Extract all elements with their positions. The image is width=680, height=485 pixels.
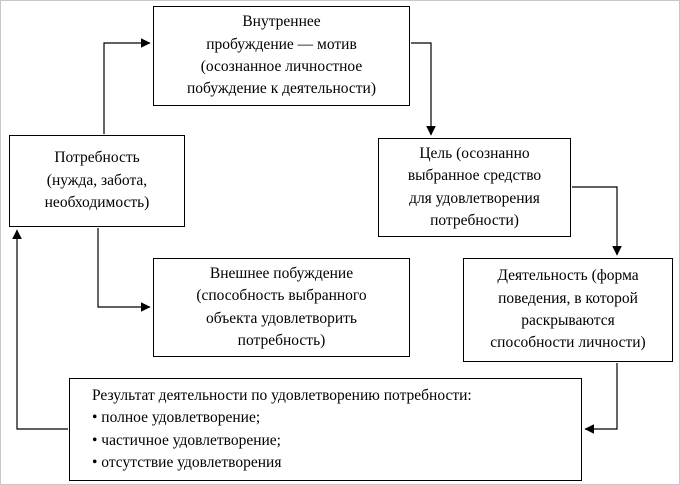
- box-goal: Цель (осознанно выбранное средство для у…: [378, 138, 571, 237]
- box-inner-motive-text: Внутреннее пробуждение — мотив (осознанн…: [186, 13, 376, 98]
- box-need: Потребность (нужда, забота, необходимост…: [9, 135, 185, 227]
- arrow-activity-to-result: [584, 363, 618, 434]
- arrow-need-to-inner-motive: [103, 38, 151, 134]
- box-activity-text: Деятельность (форма поведения, в которой…: [490, 267, 646, 352]
- box-result-text: Результат деятельности по удовлетворению…: [92, 386, 472, 471]
- box-result: Результат деятельности по удовлетворению…: [69, 378, 582, 481]
- arrow-result-to-need: [12, 229, 68, 430]
- box-goal-text: Цель (осознанно выбранное средство для у…: [407, 144, 542, 229]
- arrow-inner-motive-to-goal: [411, 42, 436, 136]
- box-external-motive: Внешнее побуждение (способность выбранно…: [153, 258, 410, 357]
- box-activity: Деятельность (форма поведения, в которой…: [463, 258, 673, 362]
- box-inner-motive: Внутреннее пробуждение — мотив (осознанн…: [153, 6, 410, 106]
- box-need-text: Потребность (нужда, забота, необходимост…: [44, 149, 150, 212]
- arrow-goal-to-activity: [572, 186, 622, 256]
- box-external-motive-text: Внешнее побуждение (способность выбранно…: [196, 264, 367, 349]
- arrow-need-to-external-motive: [97, 228, 151, 312]
